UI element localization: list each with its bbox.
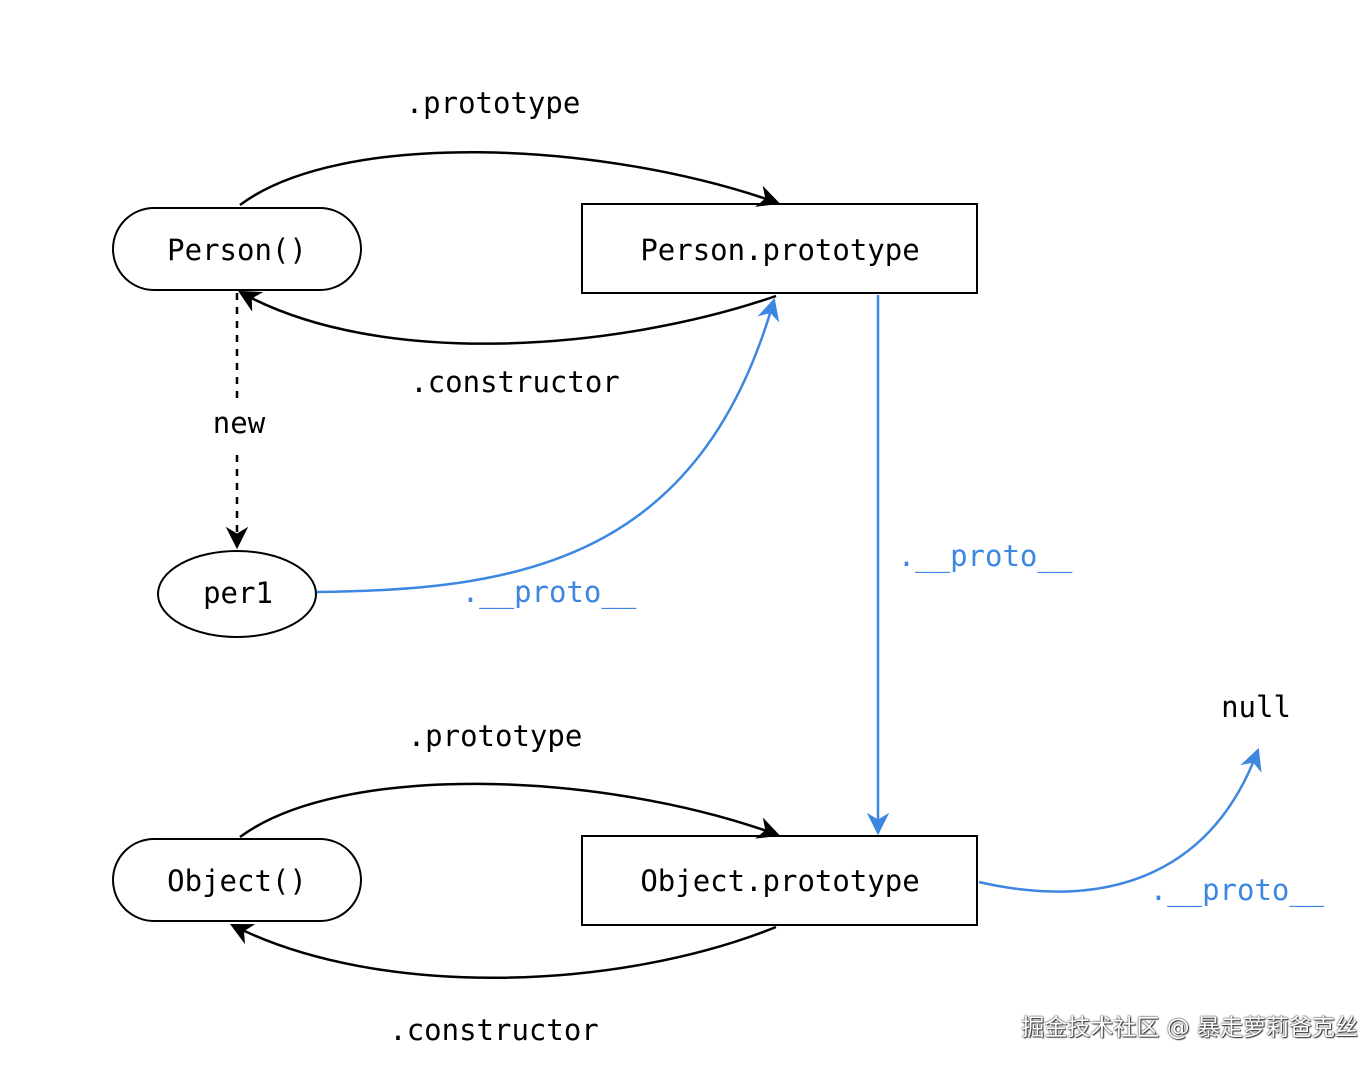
object-constructor-label: Object()	[167, 864, 307, 898]
object-constructor-edge-label: .constructor	[389, 1013, 599, 1047]
object-prototype-edge	[239, 782, 781, 839]
null-label: null	[1221, 690, 1291, 724]
person-prototype-edge	[239, 151, 781, 207]
object-prototype-edge-label: .prototype	[408, 719, 583, 753]
objectproto-proto-edge-label: .__proto__	[1150, 873, 1325, 908]
person-constructor-edge-label: .constructor	[410, 365, 620, 399]
person-prototype-edge-label: .prototype	[406, 86, 581, 120]
per1-proto-edge	[316, 297, 780, 594]
object-constructor-edge	[229, 923, 777, 979]
new-edge-label: new	[213, 406, 266, 440]
object-constructor-node: Object()	[112, 838, 362, 922]
watermark: 掘金技术社区 @ 暴走萝莉爸克丝	[1021, 1015, 1358, 1041]
objectproto-proto-edge	[978, 747, 1262, 893]
person-constructor-edge	[238, 290, 777, 345]
per1-proto-edge-label: .__proto__	[462, 575, 637, 610]
person-constructor-label: Person()	[167, 233, 307, 267]
personproto-proto-edge-label: .__proto__	[898, 539, 1073, 574]
per1-node: per1	[157, 550, 317, 638]
object-prototype-node: Object.prototype	[581, 835, 978, 926]
person-prototype-node: Person.prototype	[581, 203, 978, 294]
person-constructor-node: Person()	[112, 207, 362, 291]
person-prototype-label: Person.prototype	[640, 233, 919, 267]
per1-label: per1	[203, 576, 273, 610]
object-prototype-label: Object.prototype	[640, 864, 919, 898]
